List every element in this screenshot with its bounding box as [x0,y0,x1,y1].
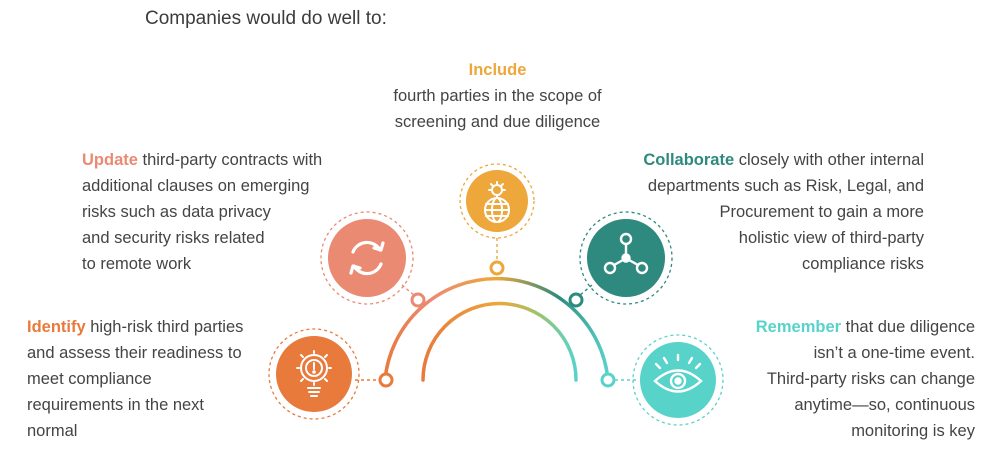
node-update [410,292,426,308]
remember-circle [632,334,724,426]
identify-circle [268,328,360,420]
remember-line-2: Third-party risks can change [766,370,975,388]
include-keyword: Include [468,61,527,79]
collaborate-line-2: Procurement to gain a more [719,203,924,221]
refresh-arrows-icon [349,240,385,276]
identify-text-block: Identify high-risk third parties and ass… [27,314,277,444]
remember-line-1: isn’t a one-time event. [813,344,975,362]
collaborate-line-4: compliance risks [802,255,924,273]
network-nodes-icon [603,232,649,275]
heading: Companies would do well to: [145,8,387,29]
outer-arc [383,276,610,382]
identify-keyword: Identify [27,318,86,336]
identify-first-line: high-risk third parties [85,318,244,336]
node-identify [378,372,394,388]
remember-text-block: Remember that due diligence isn’t a one-… [712,314,975,444]
gear-lightbulb-icon [296,350,332,397]
remember-keyword: Remember [755,318,842,336]
connector-collaborate [578,284,593,297]
collaborate-keyword: Collaborate [643,151,735,169]
update-line-2: risks such as data privacy [82,203,271,221]
identify-line-1: and assess their readiness to [27,344,242,362]
collaborate-text-block: Collaborate closely with other internal … [590,147,924,277]
identify-line-3: requirements in the next [27,396,205,414]
include-circle [459,163,535,239]
node-remember [600,372,616,388]
node-collaborate [568,292,584,308]
identify-line-2: meet compliance [27,370,152,388]
update-first-line: third-party contracts with [137,151,323,169]
globe-gear-icon [484,181,510,223]
remember-first-line: that due diligence [841,318,975,336]
collaborate-first-line: closely with other internal [734,151,924,169]
connector-update [401,284,416,297]
include-text-block: Include fourth parties in the scope of s… [370,57,625,135]
update-text-block: Update third-party contracts with additi… [82,147,372,277]
update-line-4: to remote work [82,255,192,273]
include-line-2: screening and due diligence [394,113,601,131]
include-line-1: fourth parties in the scope of [393,87,602,105]
collaborate-circle [579,211,673,305]
eye-icon [653,353,703,393]
collaborate-line-3: holistic view of third-party [738,229,924,247]
remember-line-3: anytime—so, continuous [794,396,975,414]
remember-line-4: monitoring is key [851,422,975,440]
update-line-1: additional clauses on emerging [82,177,310,195]
identify-line-4: normal [27,422,78,440]
collaborate-line-1: departments such as Risk, Legal, and [647,177,924,195]
update-circle [320,211,414,305]
inner-arc [421,301,578,382]
update-keyword: Update [82,151,138,169]
node-include [489,260,505,276]
update-line-3: and security risks related [82,229,265,247]
